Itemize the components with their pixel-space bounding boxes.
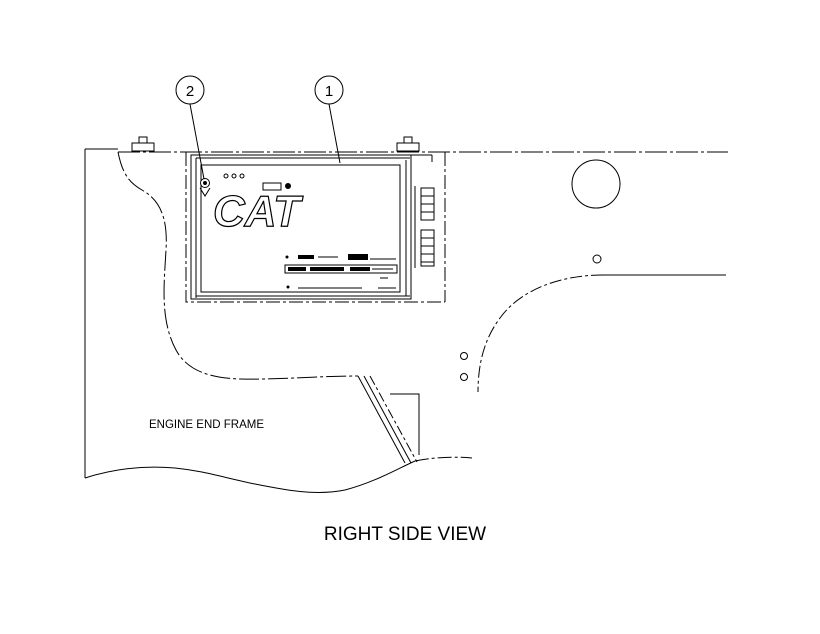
large-hole [571, 159, 621, 209]
callout-2-number: 2 [186, 83, 194, 100]
cat-logo: CAT [213, 187, 303, 236]
right-cutout-arc [477, 274, 604, 393]
rivet [199, 178, 211, 197]
serial-number-plate: CAT [200, 164, 401, 293]
bolt-hole-lower [460, 373, 468, 381]
top-bolt-left [131, 136, 155, 152]
callout-1-number: 1 [325, 83, 333, 100]
view-title: RIGHT SIDE VIEW [324, 524, 486, 545]
frame-bottom-wavy-line [84, 460, 416, 493]
bolt-hole-upper [460, 352, 468, 360]
engine-end-frame-label: ENGINE END FRAME [149, 419, 264, 431]
callout-1: 1 [314, 75, 344, 164]
small-hole [592, 254, 602, 264]
plate-side-clips [414, 186, 435, 268]
frame-bottom-dashed-line [414, 456, 473, 462]
frame-left-contour [84, 149, 359, 478]
frame-angled-edge [357, 375, 420, 464]
top-frame-line [85, 148, 728, 153]
callout-2: 2 [175, 75, 205, 180]
top-bolt-right [396, 136, 420, 152]
callout-1-leader [328, 103, 341, 164]
callout-2-leader [189, 103, 205, 180]
